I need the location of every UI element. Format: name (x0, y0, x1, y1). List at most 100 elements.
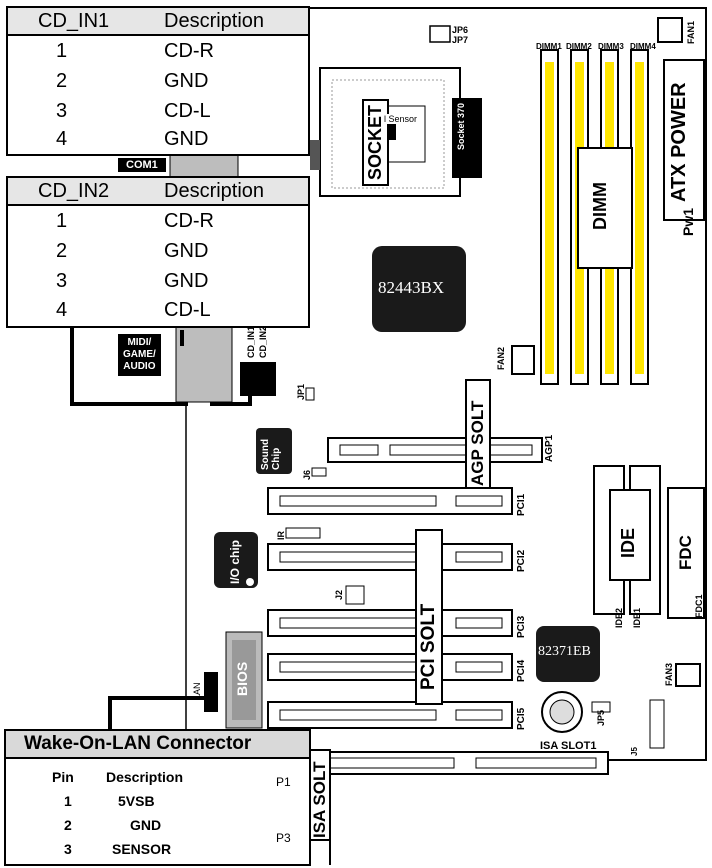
wol-row-2-pin: 2 (64, 817, 72, 833)
io-chip-label: I/O chip (228, 539, 242, 584)
cd-in1-col2-header: Description (164, 9, 265, 32)
pin-number: 1 (56, 39, 68, 62)
atx-power-connector (663, 59, 705, 221)
cd-in2-header: CD_IN2 Description (8, 178, 308, 206)
pw1-label: Pw1 (680, 207, 696, 236)
cd-in1-vertical-label: CD_IN1 (246, 325, 256, 358)
pin-description: GND (164, 239, 209, 262)
pci-slots (267, 487, 513, 729)
dimm-label-box (577, 147, 633, 269)
table-row: 3 GND (8, 266, 308, 296)
fan2-label: FAN2 (496, 346, 506, 370)
pin-description: CD-R (164, 39, 214, 62)
dimm-label: DIMM (590, 182, 610, 230)
ide-label-box (609, 489, 651, 581)
wol-row-3-pin: 3 (64, 841, 72, 857)
fan1-label: FAN1 (686, 20, 696, 44)
cd-in2-vertical-label: CD_IN2 (258, 325, 268, 358)
front-panel-header (649, 699, 665, 749)
pci4-label: PCI4 (516, 659, 527, 682)
lan-wire (108, 696, 204, 740)
northbridge-chip (372, 246, 466, 332)
j5-label: J5 (630, 747, 639, 756)
pin-number: 4 (56, 298, 68, 321)
wol-p3-label: P3 (276, 831, 291, 845)
jp7-label: JP7 (452, 35, 469, 45)
io-chip (214, 532, 258, 588)
table-row: 4 GND (8, 126, 308, 152)
cd-in1-col1-header: CD_IN1 (38, 9, 110, 32)
pin-number: 4 (56, 127, 68, 150)
pin-number: 3 (56, 269, 68, 292)
lan-connector (204, 672, 218, 712)
sound-chip-label: Sound Chip (260, 438, 282, 470)
wol-row-3-desc: SENSOR (112, 841, 172, 857)
dimm3-label: DIMM3 (598, 42, 624, 51)
jp1-label: JP1 (296, 383, 306, 400)
pci2-label: PCI2 (516, 549, 527, 572)
fan3-connector (675, 663, 701, 687)
fan2-connector (511, 345, 535, 375)
pin-description: CD-L (164, 99, 211, 122)
wol-p1-label: P1 (276, 775, 291, 789)
pci-solt-label: PCI SOLT (418, 603, 439, 690)
dimm1-label: DIMM1 (536, 42, 562, 51)
j6-label: J6 (302, 469, 312, 480)
sensor-label: l Sensor (384, 114, 418, 124)
fdc-connector (667, 487, 705, 619)
pin-description: GND (164, 69, 209, 92)
socket370-label: Socket 370 (456, 102, 466, 150)
pci3-label: PCI3 (516, 615, 527, 638)
ide2-label: IDE2 (614, 607, 624, 628)
ide1-label: IDE1 (632, 607, 642, 628)
table-row: 4 CD-L (8, 296, 308, 324)
northbridge-chip-label: 82443BX (378, 278, 445, 297)
pci1-label: PCI1 (516, 493, 527, 516)
atx-power-label: ATX POWER (668, 82, 690, 202)
cd-in2-col1-header: CD_IN2 (38, 179, 110, 202)
ir-label: IR (276, 531, 286, 540)
pin-description: CD-R (164, 209, 214, 232)
wol-title: Wake-On-LAN Connector (6, 731, 309, 759)
j2-label: J2 (334, 589, 344, 600)
wake-on-lan-table: Wake-On-LAN Connector Pin Description 1 … (4, 729, 311, 866)
sound-chip (256, 428, 292, 474)
wol-row-2-desc: GND (130, 817, 162, 833)
isa-solt-label: ISA SOLT (310, 761, 329, 839)
cd-in-connectors (240, 362, 276, 396)
dimm2-label: DIMM2 (566, 42, 592, 51)
pin-number: 1 (56, 209, 68, 232)
cd-wire-1 (70, 316, 188, 406)
pin-description: GND (164, 269, 209, 292)
socket-label: SOCKET (362, 98, 389, 186)
dimm4-label: DIMM4 (630, 42, 656, 51)
table-row: 1 CD-R (8, 36, 308, 66)
southbridge-chip-label: 82371EB (538, 644, 591, 659)
fan1-connector (657, 17, 683, 43)
jp5-label: JP5 (596, 709, 606, 726)
pin-description: CD-L (164, 298, 211, 321)
southbridge-chip (536, 626, 600, 682)
fan3-label: FAN3 (664, 662, 674, 686)
wol-pin-header: Pin (52, 769, 74, 785)
com1-label: COM1 (118, 158, 166, 172)
table-row: 2 GND (8, 66, 308, 96)
cd-in1-header: CD_IN1 Description (8, 8, 308, 36)
pin-number: 2 (56, 69, 68, 92)
wol-row-1-pin: 1 (64, 793, 72, 809)
wol-row-1-desc: 5VSB (118, 793, 155, 809)
audio-connector (175, 317, 233, 403)
table-row: 1 CD-R (8, 206, 308, 236)
jp6-label: JP6 (452, 25, 469, 35)
jp6-jp7-header (429, 25, 451, 43)
pin-description: GND (164, 127, 209, 150)
isa-slot1-label: ISA SLOT1 (540, 740, 597, 752)
fdc1-label: FDC1 (694, 594, 704, 618)
lan-label: LAN (192, 682, 202, 700)
agp-solt-label: AGP SOLT (468, 400, 487, 486)
